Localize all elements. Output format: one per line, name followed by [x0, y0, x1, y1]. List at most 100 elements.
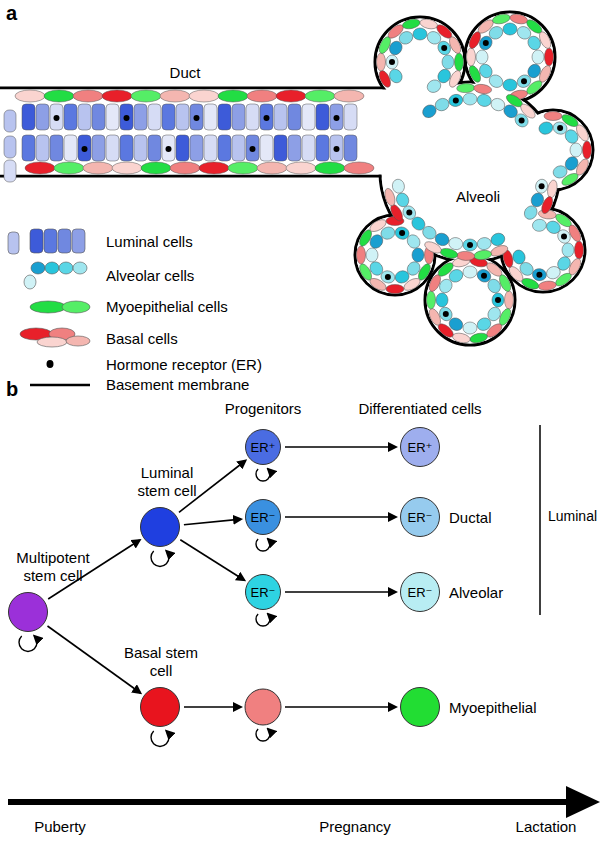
cell	[515, 73, 533, 90]
cell	[260, 135, 273, 161]
cell-cycle-arrows	[19, 469, 396, 746]
cell-label: ER⁻	[408, 585, 433, 600]
cell	[78, 135, 91, 161]
cell	[532, 268, 548, 282]
cell	[83, 162, 113, 174]
cell	[330, 135, 343, 161]
cell	[433, 96, 451, 112]
cell	[413, 28, 427, 40]
text-label: Lactation	[516, 818, 577, 835]
alveolus-outline	[355, 215, 435, 295]
cell	[366, 248, 378, 262]
time-arrow	[8, 786, 600, 818]
arrow	[285, 516, 396, 518]
cell	[436, 39, 453, 57]
cell	[170, 162, 200, 174]
cell	[15, 90, 45, 102]
duct-fill	[0, 90, 419, 175]
bracket-line	[539, 425, 541, 615]
cell	[199, 162, 229, 174]
self-renewal-arrow	[256, 539, 270, 551]
cell	[315, 162, 345, 174]
cell	[476, 50, 488, 64]
text-label: Luminal	[548, 508, 597, 524]
cell	[448, 236, 464, 251]
cell-name: Luminal stem cell	[127, 464, 207, 500]
cell	[316, 135, 329, 161]
cell	[442, 55, 454, 69]
cell	[316, 104, 329, 130]
cell	[387, 67, 404, 85]
cell-circle: ER⁻Alveolar	[400, 572, 440, 612]
cell	[463, 266, 477, 278]
cell	[456, 251, 474, 261]
cell-circle: ER⁻	[245, 574, 281, 610]
cell	[134, 135, 147, 161]
arrow	[184, 706, 241, 708]
cell	[386, 285, 404, 294]
cell	[467, 48, 476, 66]
alveolus-fill	[467, 14, 554, 101]
cell	[575, 241, 584, 259]
cell	[570, 143, 582, 157]
cell	[36, 135, 49, 161]
cell	[534, 178, 549, 194]
alveolus-fill	[427, 257, 514, 344]
cell	[563, 127, 581, 145]
receptor-dot	[441, 45, 447, 51]
text-label: Alveoli	[456, 188, 500, 205]
cell	[4, 160, 16, 182]
cell	[73, 90, 103, 102]
cell	[377, 53, 386, 71]
text-label: Puberty	[34, 818, 86, 835]
cell-circle: Multipotent stem cell	[8, 592, 48, 632]
cell	[44, 90, 74, 102]
cell	[218, 90, 248, 102]
text-label: Pregnancy	[319, 818, 391, 835]
arrow	[285, 446, 396, 448]
basal-progenitor	[245, 689, 281, 725]
cell	[160, 90, 190, 102]
cell	[526, 34, 543, 52]
cell	[141, 162, 171, 174]
cell	[22, 104, 35, 130]
panel-letter: b	[6, 378, 18, 401]
cell	[436, 293, 448, 307]
cell	[78, 104, 91, 130]
cell	[120, 135, 133, 161]
cell	[4, 110, 16, 132]
receptor-dot	[519, 117, 525, 123]
alveoli-drawing	[0, 12, 593, 345]
cell	[492, 293, 504, 307]
receptor-dot	[481, 273, 487, 279]
cell	[447, 267, 465, 284]
cell	[394, 191, 410, 209]
legend-text: Luminal cells	[106, 233, 193, 250]
cell	[274, 104, 287, 130]
cell	[64, 104, 77, 130]
self-renewal-arrow	[256, 729, 270, 741]
cell	[276, 90, 306, 102]
cell	[532, 218, 548, 232]
cell	[463, 239, 477, 251]
cell-circle: Luminal stem cell	[140, 507, 180, 547]
cell	[511, 249, 526, 266]
legend-text: Basal cells	[106, 330, 178, 347]
cell	[477, 62, 494, 80]
alveolus-outline	[465, 12, 555, 102]
cell	[228, 162, 258, 174]
cell	[489, 231, 507, 247]
cell	[555, 227, 573, 245]
cell-circle: Myoepithelial	[400, 687, 440, 727]
cell	[391, 178, 405, 194]
legend-text: Basement membrane	[106, 376, 249, 393]
cell	[102, 90, 132, 102]
receptor-dot	[334, 146, 340, 152]
cell	[247, 90, 277, 102]
cell	[487, 24, 505, 41]
cell	[562, 243, 574, 257]
cell	[486, 277, 503, 295]
cell-circle: ER⁻Ductal	[400, 497, 440, 537]
cell-label: ER⁺	[408, 440, 433, 455]
